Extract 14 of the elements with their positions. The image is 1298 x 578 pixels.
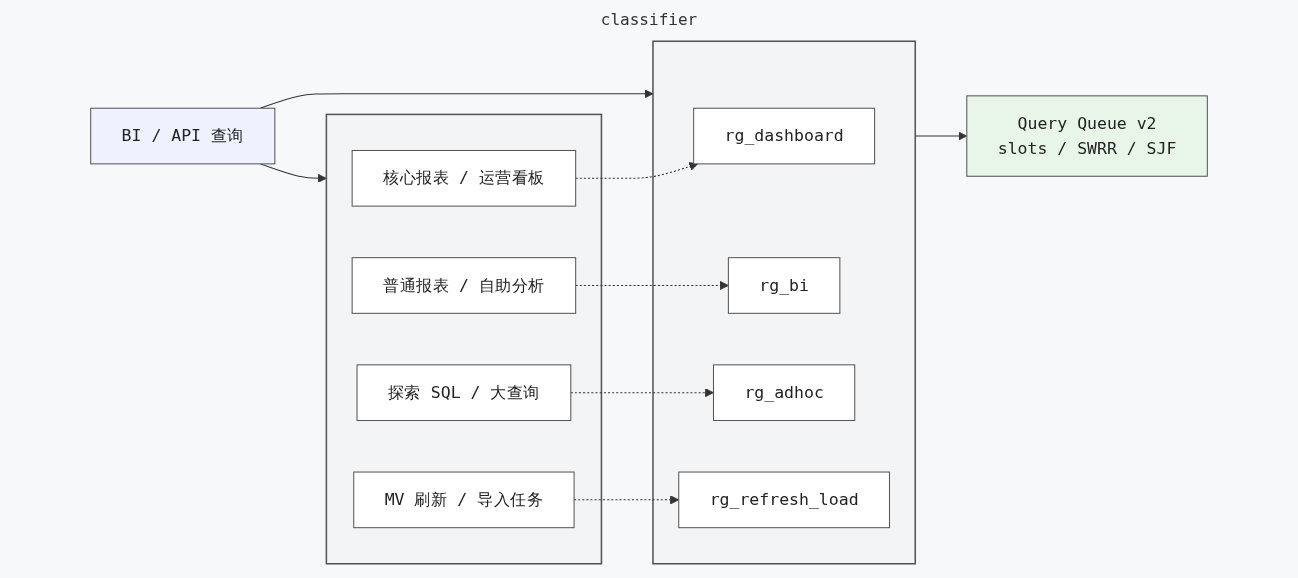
node-box: rg_dashboard	[693, 107, 876, 165]
node-box: rg_refresh_load	[678, 471, 890, 529]
cluster	[325, 113, 603, 565]
arrow	[259, 89, 654, 109]
node-box: BI / API 查询	[90, 107, 276, 165]
node-box: Query Queue v2 slots / SWRR / SJF	[966, 95, 1208, 177]
node-box: 核心报表 / 运营看板	[351, 149, 577, 207]
node-box: rg_adhoc	[712, 364, 856, 421]
node-box: rg_bi	[727, 257, 841, 314]
node-box: MV 刷新 / 导入任务	[353, 471, 575, 529]
node-box: 探索 SQL / 大查询	[356, 364, 572, 421]
node-box: 普通报表 / 自助分析	[351, 257, 577, 314]
cluster	[652, 40, 917, 565]
note-label: classifier	[600, 10, 698, 29]
